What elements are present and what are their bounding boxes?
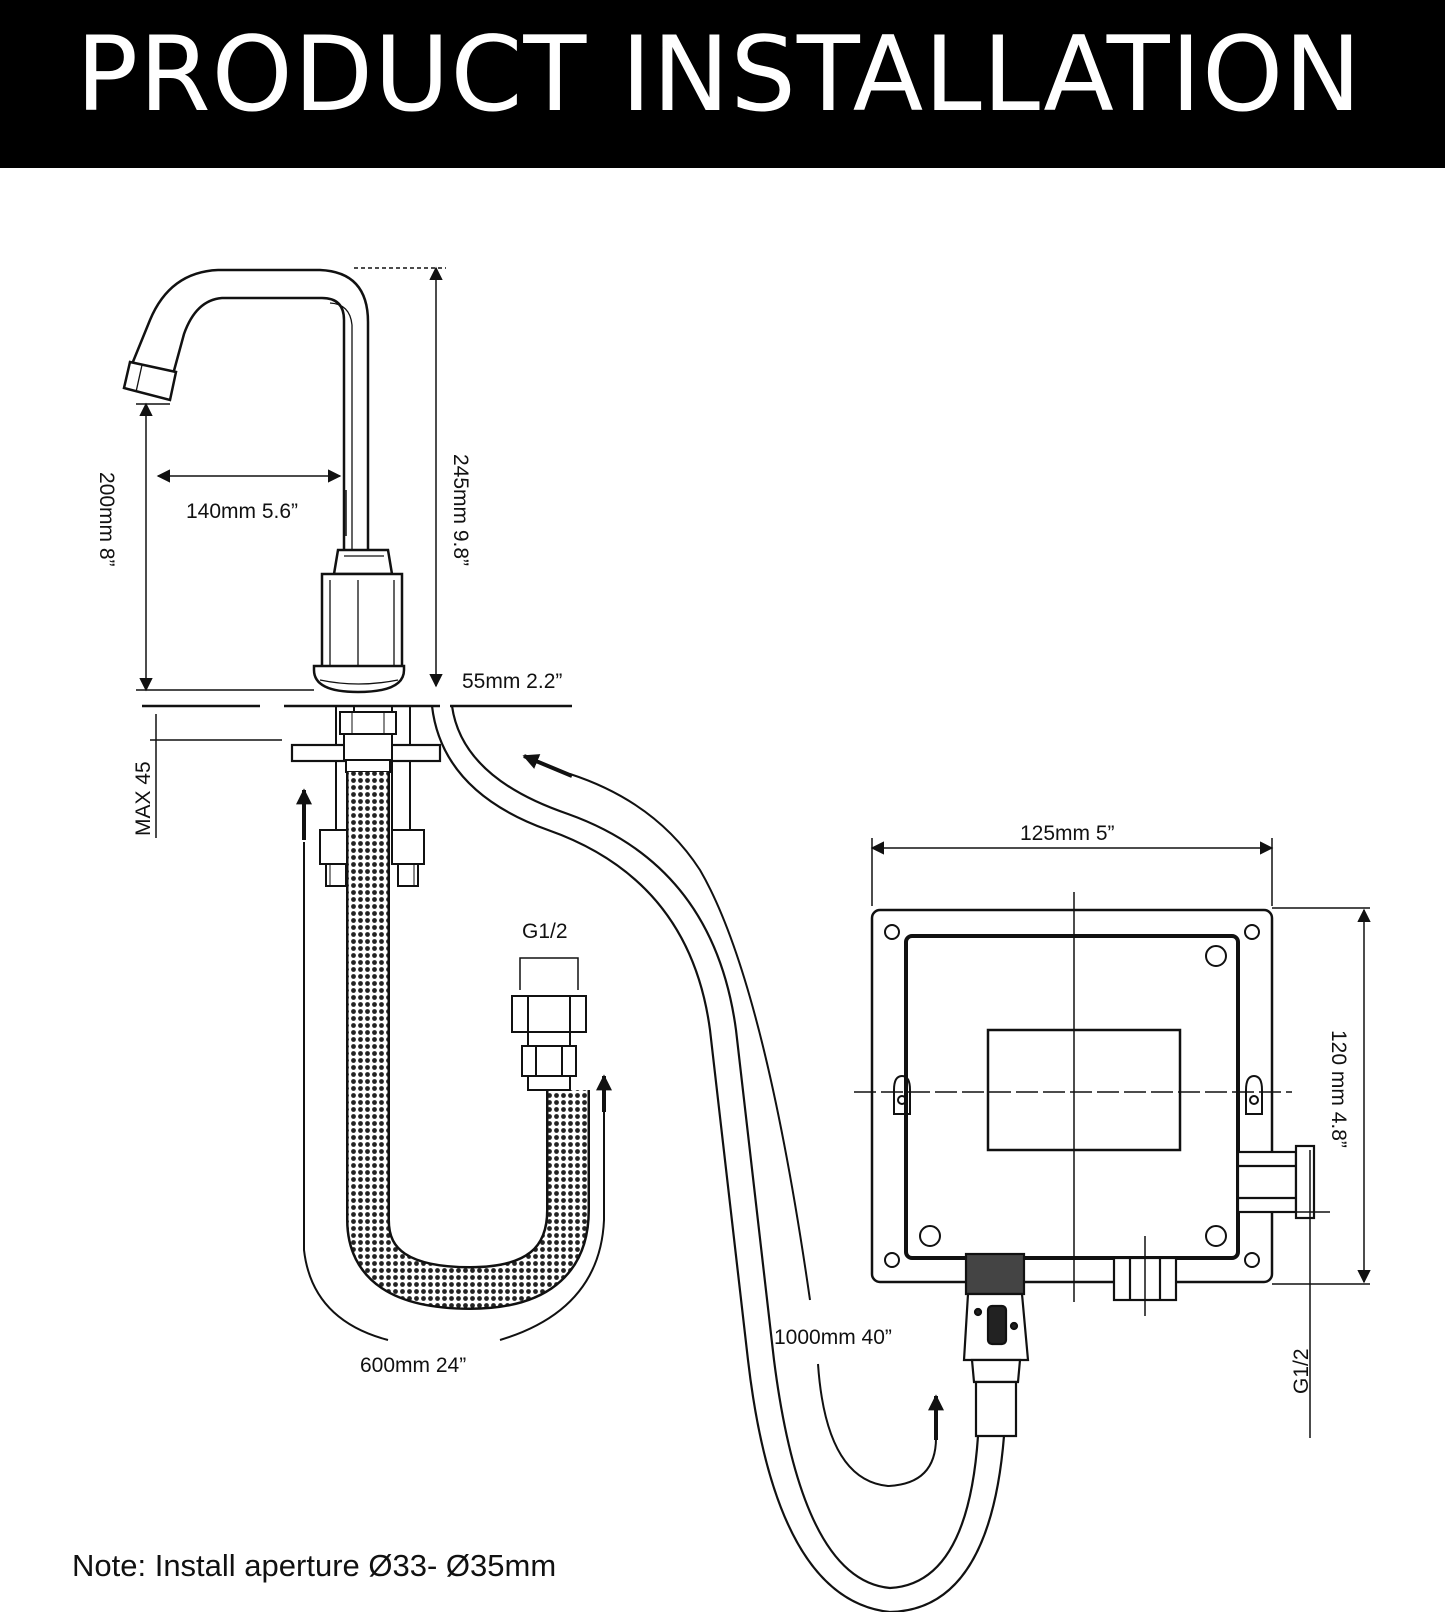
label-spout-height: 200mm 8” [95,472,118,567]
installation-note: Note: Install aperture Ø33- Ø35mm [72,1548,557,1583]
label-faucet-height: 245mm 9.8” [449,454,472,566]
label-hose-length: 600mm 24” [360,1354,466,1377]
label-inlet-thread: G1/2 [522,920,568,943]
label-box-thread: G1/2 [1290,1348,1313,1394]
label-box-width: 125mm 5” [1020,822,1115,845]
braided-hose [346,772,590,1311]
page-title: PRODUCT INSTALLATION [76,15,1363,135]
label-spout-reach: 140mm 5.6” [186,500,298,523]
label-base-diameter: 55mm 2.2” [462,670,562,693]
dimension-lines [136,266,1371,1438]
sensor-cable [430,705,1006,1612]
control-box [854,892,1316,1438]
label-box-height: 120 mm 4.8” [1327,1030,1350,1148]
label-max-thickness: MAX 45 [132,761,155,836]
faucet [122,268,406,694]
flow-arrows [296,754,944,1488]
header-bar: PRODUCT INSTALLATION [0,0,1445,168]
label-cable-length: 1000mm 40” [774,1326,892,1349]
